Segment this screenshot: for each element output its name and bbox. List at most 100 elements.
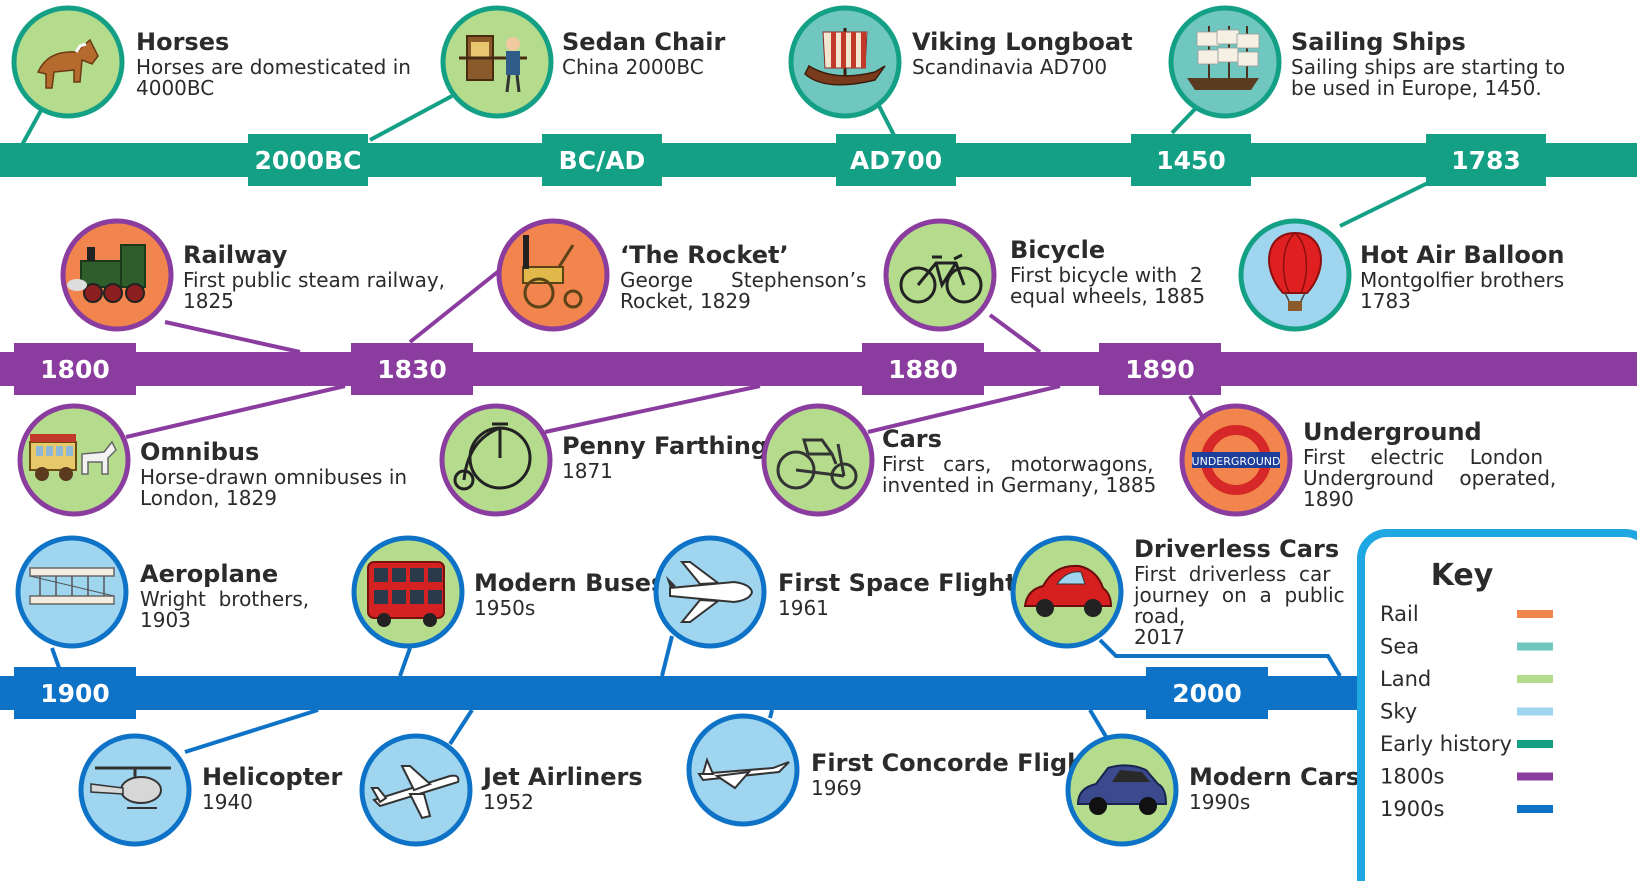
key-item-swatch — [1517, 610, 1553, 618]
connector-horses — [20, 104, 46, 146]
key-item-label: 1800s — [1380, 765, 1444, 789]
key-item-land: Land — [1380, 667, 1553, 691]
event-title: Modern Cars — [1189, 763, 1360, 791]
event-description-line: 1952 — [483, 790, 534, 814]
event-description-line: First bicycle with 2 — [1010, 263, 1203, 287]
event-description-line: road, — [1134, 604, 1185, 628]
connector-underground — [1188, 394, 1204, 418]
key-item-swatch — [1517, 772, 1553, 781]
band-marker: 1783 — [1426, 134, 1546, 186]
band-bar — [0, 143, 1637, 177]
key-item-1900s: 1900s — [1380, 797, 1553, 821]
event-title: Jet Airliners — [481, 763, 643, 791]
event-description-line: 1969 — [811, 776, 862, 800]
event-circle — [439, 403, 553, 517]
key-item-swatch — [1517, 675, 1553, 683]
key-item-swatch — [1517, 805, 1553, 813]
event-description-line: Rocket, 1829 — [620, 289, 751, 313]
event-title: Viking Longboat — [912, 28, 1133, 56]
event-description-line: journey on a public — [1133, 583, 1345, 607]
connectors — [20, 94, 1441, 754]
event-description-line: First cars, motorwagons, — [882, 452, 1154, 476]
band-marker-label: 1450 — [1156, 146, 1226, 175]
jet-airliner-icon — [370, 765, 460, 820]
modern-car-icon — [1076, 764, 1168, 815]
band-marker-box — [1146, 667, 1268, 719]
event-description-line: 1890 — [1303, 487, 1354, 511]
band-marker-label: 1830 — [377, 355, 447, 384]
band-marker-box — [248, 134, 368, 186]
connector-first-concorde-flight — [768, 709, 774, 719]
event-title: Penny Farthing — [562, 432, 768, 460]
band-marker-label: 1890 — [1125, 355, 1195, 384]
key-item-swatch — [1517, 707, 1553, 716]
event-title: Modern Buses — [474, 569, 665, 597]
event-title: Hot Air Balloon — [1360, 241, 1564, 269]
connector-penny-farthing — [544, 384, 761, 434]
key-item-rail: Rail — [1380, 602, 1553, 626]
event-description-line: be used in Europe, 1450. — [1291, 76, 1542, 100]
key-item-label: Rail — [1380, 602, 1419, 626]
rocket-locomotive-icon — [522, 235, 583, 309]
band-marker-box — [862, 343, 984, 395]
key-item-1800s: 1800s — [1380, 765, 1553, 789]
band-marker-box — [14, 343, 136, 395]
underground-roundel-label: UNDERGROUND — [1192, 455, 1281, 468]
connector-jet-airliners — [448, 708, 474, 746]
key-item-swatch — [1517, 642, 1553, 651]
event-description-line: 1950s — [474, 596, 535, 620]
connector-railway — [164, 320, 301, 354]
band-marker-label: 1880 — [888, 355, 958, 384]
omnibus-icon — [29, 434, 117, 481]
helicopter-icon — [90, 766, 171, 809]
event-description-line: Horses are domesticated in — [136, 55, 411, 79]
key-item-label: Early history — [1380, 732, 1512, 756]
band-marker-label: 1800 — [40, 355, 110, 384]
penny-farthing-icon — [453, 422, 532, 491]
band-marker-label: BC/AD — [559, 146, 646, 175]
event-title: Cars — [882, 425, 942, 453]
band-marker: AD700 — [836, 134, 956, 186]
event-description-line: London, 1829 — [140, 486, 277, 510]
band-marker: 1900 — [14, 667, 136, 719]
key-border — [1357, 529, 1637, 881]
band-1900s: 1900 2000 — [0, 667, 1360, 719]
connector-driverless-cars — [1098, 638, 1342, 678]
event-description-line: 4000BC — [136, 76, 214, 100]
event-circle — [440, 5, 554, 119]
bicycle-icon — [899, 253, 983, 304]
band-marker-label: 1900 — [40, 679, 110, 708]
event-description-line: Montgolfier brothers — [1360, 268, 1564, 292]
key-item-early-history: Early history — [1380, 732, 1553, 756]
connector-first-space-flight — [660, 635, 674, 677]
band-marker: 1880 — [862, 343, 984, 395]
key-item-swatch — [1517, 740, 1553, 748]
band-marker-box — [351, 343, 473, 395]
event-description-line: 1903 — [140, 608, 191, 632]
band-marker-label: AD700 — [850, 146, 942, 175]
event-title: Driverless Cars — [1134, 535, 1339, 563]
horse-icon — [36, 38, 99, 89]
key-item-label: Land — [1380, 667, 1431, 691]
band-marker-box — [1131, 134, 1251, 186]
band-marker: 1800 — [14, 343, 136, 395]
connector-modern-buses — [398, 647, 412, 677]
event-title: First Concorde Flight — [811, 749, 1096, 777]
connector-hot-air-balloon — [1339, 175, 1441, 228]
event-title: Underground — [1303, 418, 1482, 446]
band-marker-label: 2000 — [1172, 679, 1242, 708]
